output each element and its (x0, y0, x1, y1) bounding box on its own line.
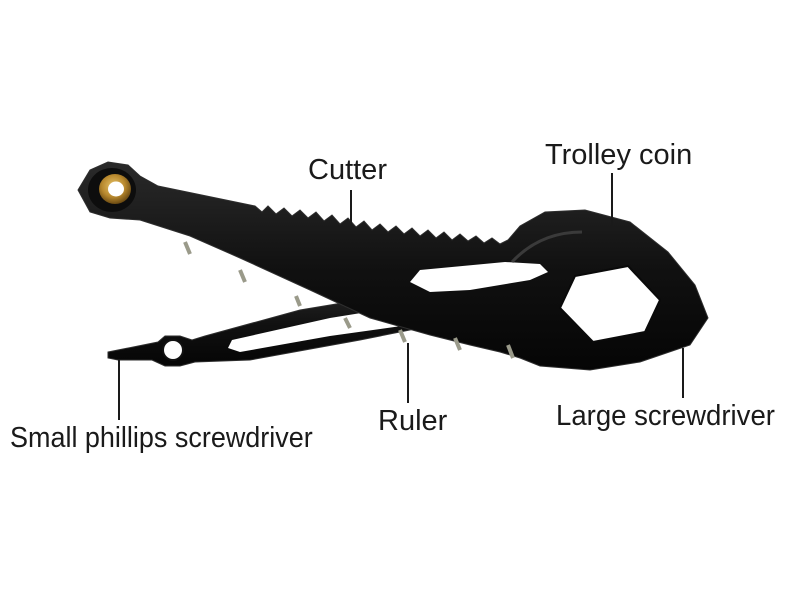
small-phillips-screwdriver-label: Small phillips screwdriver (10, 422, 313, 454)
pivot-ring (88, 168, 136, 212)
trolley-coin-label: Trolley coin (545, 139, 693, 171)
ruler-marks (183, 241, 515, 359)
hex-hole (558, 264, 662, 344)
small-hole (162, 339, 184, 361)
cutter-label: Cutter (308, 154, 387, 186)
ruler-label: Ruler (378, 405, 448, 437)
leader-lines (118, 173, 684, 420)
main-tool-body (77, 161, 709, 371)
large-screwdriver-label: Large screwdriver (556, 400, 775, 432)
